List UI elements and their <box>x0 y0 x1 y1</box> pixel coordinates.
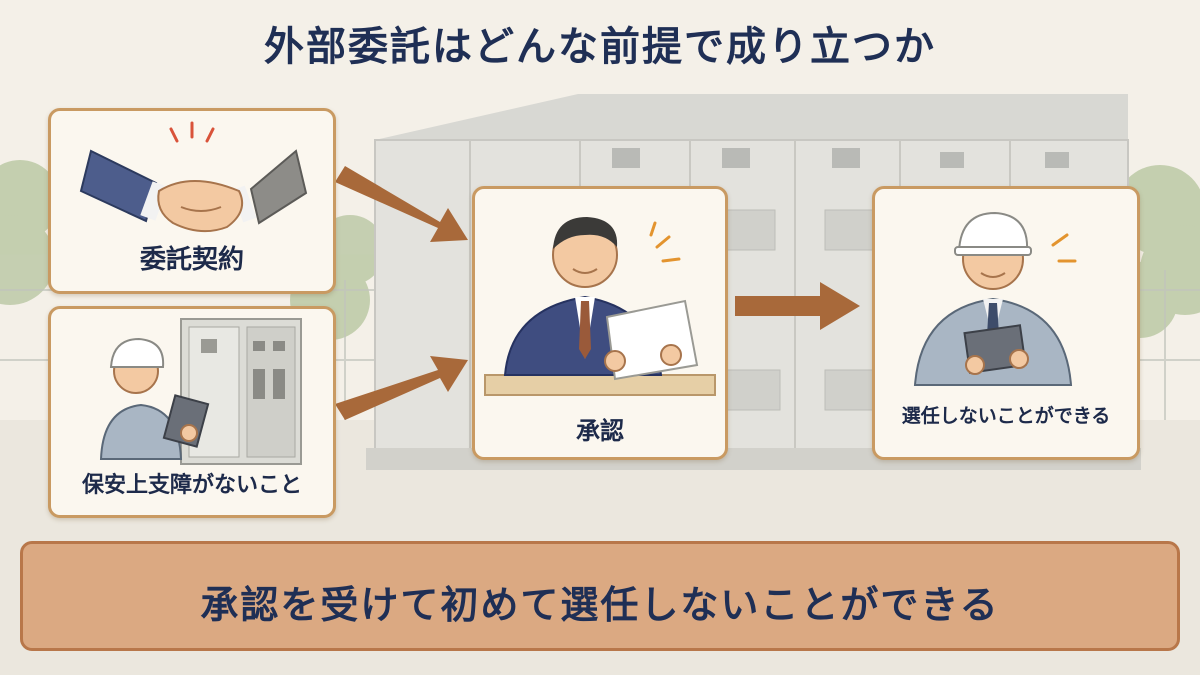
handshake-icon <box>79 121 308 233</box>
conclusion-text: 承認を受けて初めて選任しないことができる <box>200 583 1000 627</box>
arrow-safety-to-approval <box>335 356 468 420</box>
worker-icon <box>913 211 1077 386</box>
card-label-approval: 承認 <box>576 417 624 445</box>
page-title: 外部委託はどんな前提で成り立つか <box>264 24 936 70</box>
card-safety: 保安上支障がないこと <box>48 306 336 518</box>
flow-arrows <box>335 166 860 420</box>
card-result: 選任しないことができる <box>872 186 1140 460</box>
card-contract: 委託契約 <box>48 108 336 294</box>
conclusion-banner: 承認を受けて初めて選任しないことができる <box>20 541 1180 651</box>
official-reading-icon <box>484 217 716 396</box>
card-label-contract: 委託契約 <box>139 245 244 275</box>
card-approval: 承認 <box>472 186 728 460</box>
card-label-result: 選任しないことができる <box>901 405 1111 427</box>
arrow-contract-to-approval <box>335 166 468 242</box>
arrow-approval-to-result <box>735 282 860 330</box>
inspector-icon <box>99 318 302 465</box>
card-label-safety: 保安上支障がないこと <box>81 473 302 498</box>
